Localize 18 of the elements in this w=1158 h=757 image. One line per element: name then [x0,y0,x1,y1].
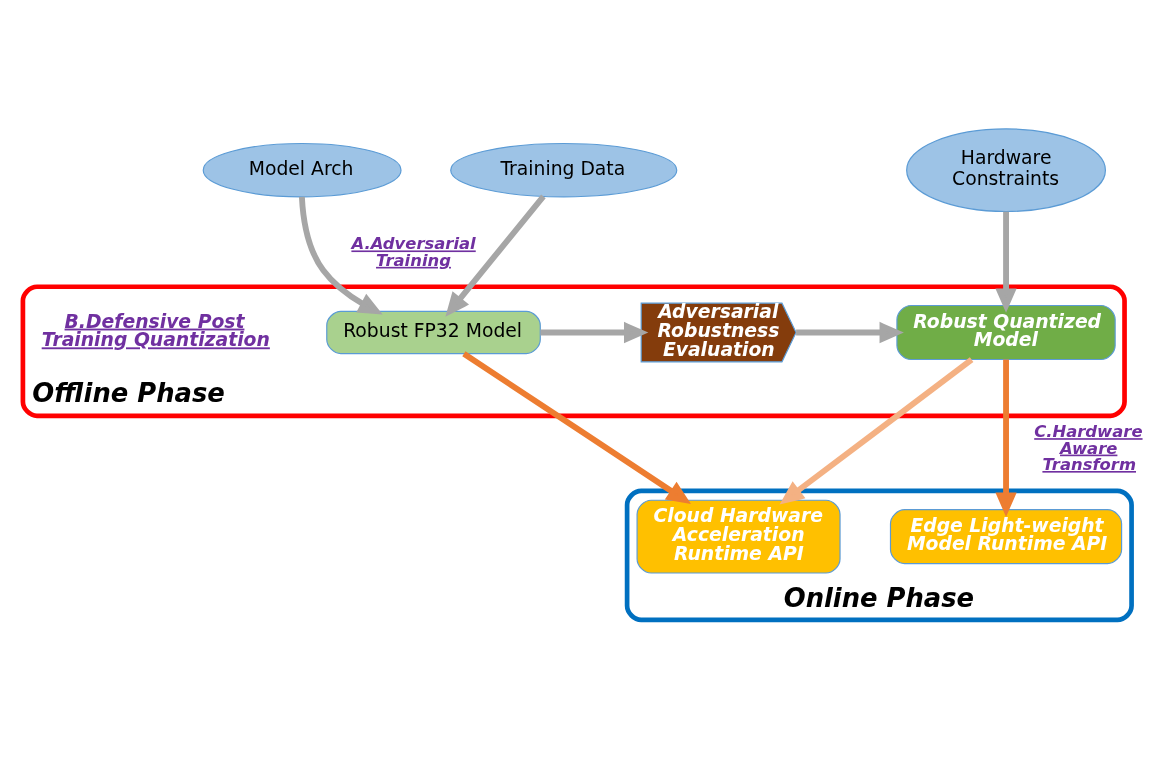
arrow [462,350,691,504]
edge-label: A.Adversarial Training [351,233,476,270]
arrow [298,196,383,315]
edge-label: C.Hardware Aware Transform [1034,421,1143,474]
node-box: Robust Quantized Model [896,304,1116,360]
node-ellipse: Model Arch [202,142,402,197]
arrow [540,321,649,343]
arrow [796,321,904,343]
node-box: Edge Light-weight Model Runtime API [889,508,1123,564]
arrow [995,211,1017,313]
node-box: Robust FP32 Model [326,310,541,354]
node-ellipse: Training Data [450,142,678,197]
node-ellipse: Hardware Constraints [906,127,1106,212]
arrow [995,359,1017,517]
arrow [779,356,974,504]
node-box: Cloud Hardware Acceleration Runtime API [636,499,841,574]
arrow [445,194,546,317]
label: B.Defensive Post Training Quantization [41,310,270,350]
